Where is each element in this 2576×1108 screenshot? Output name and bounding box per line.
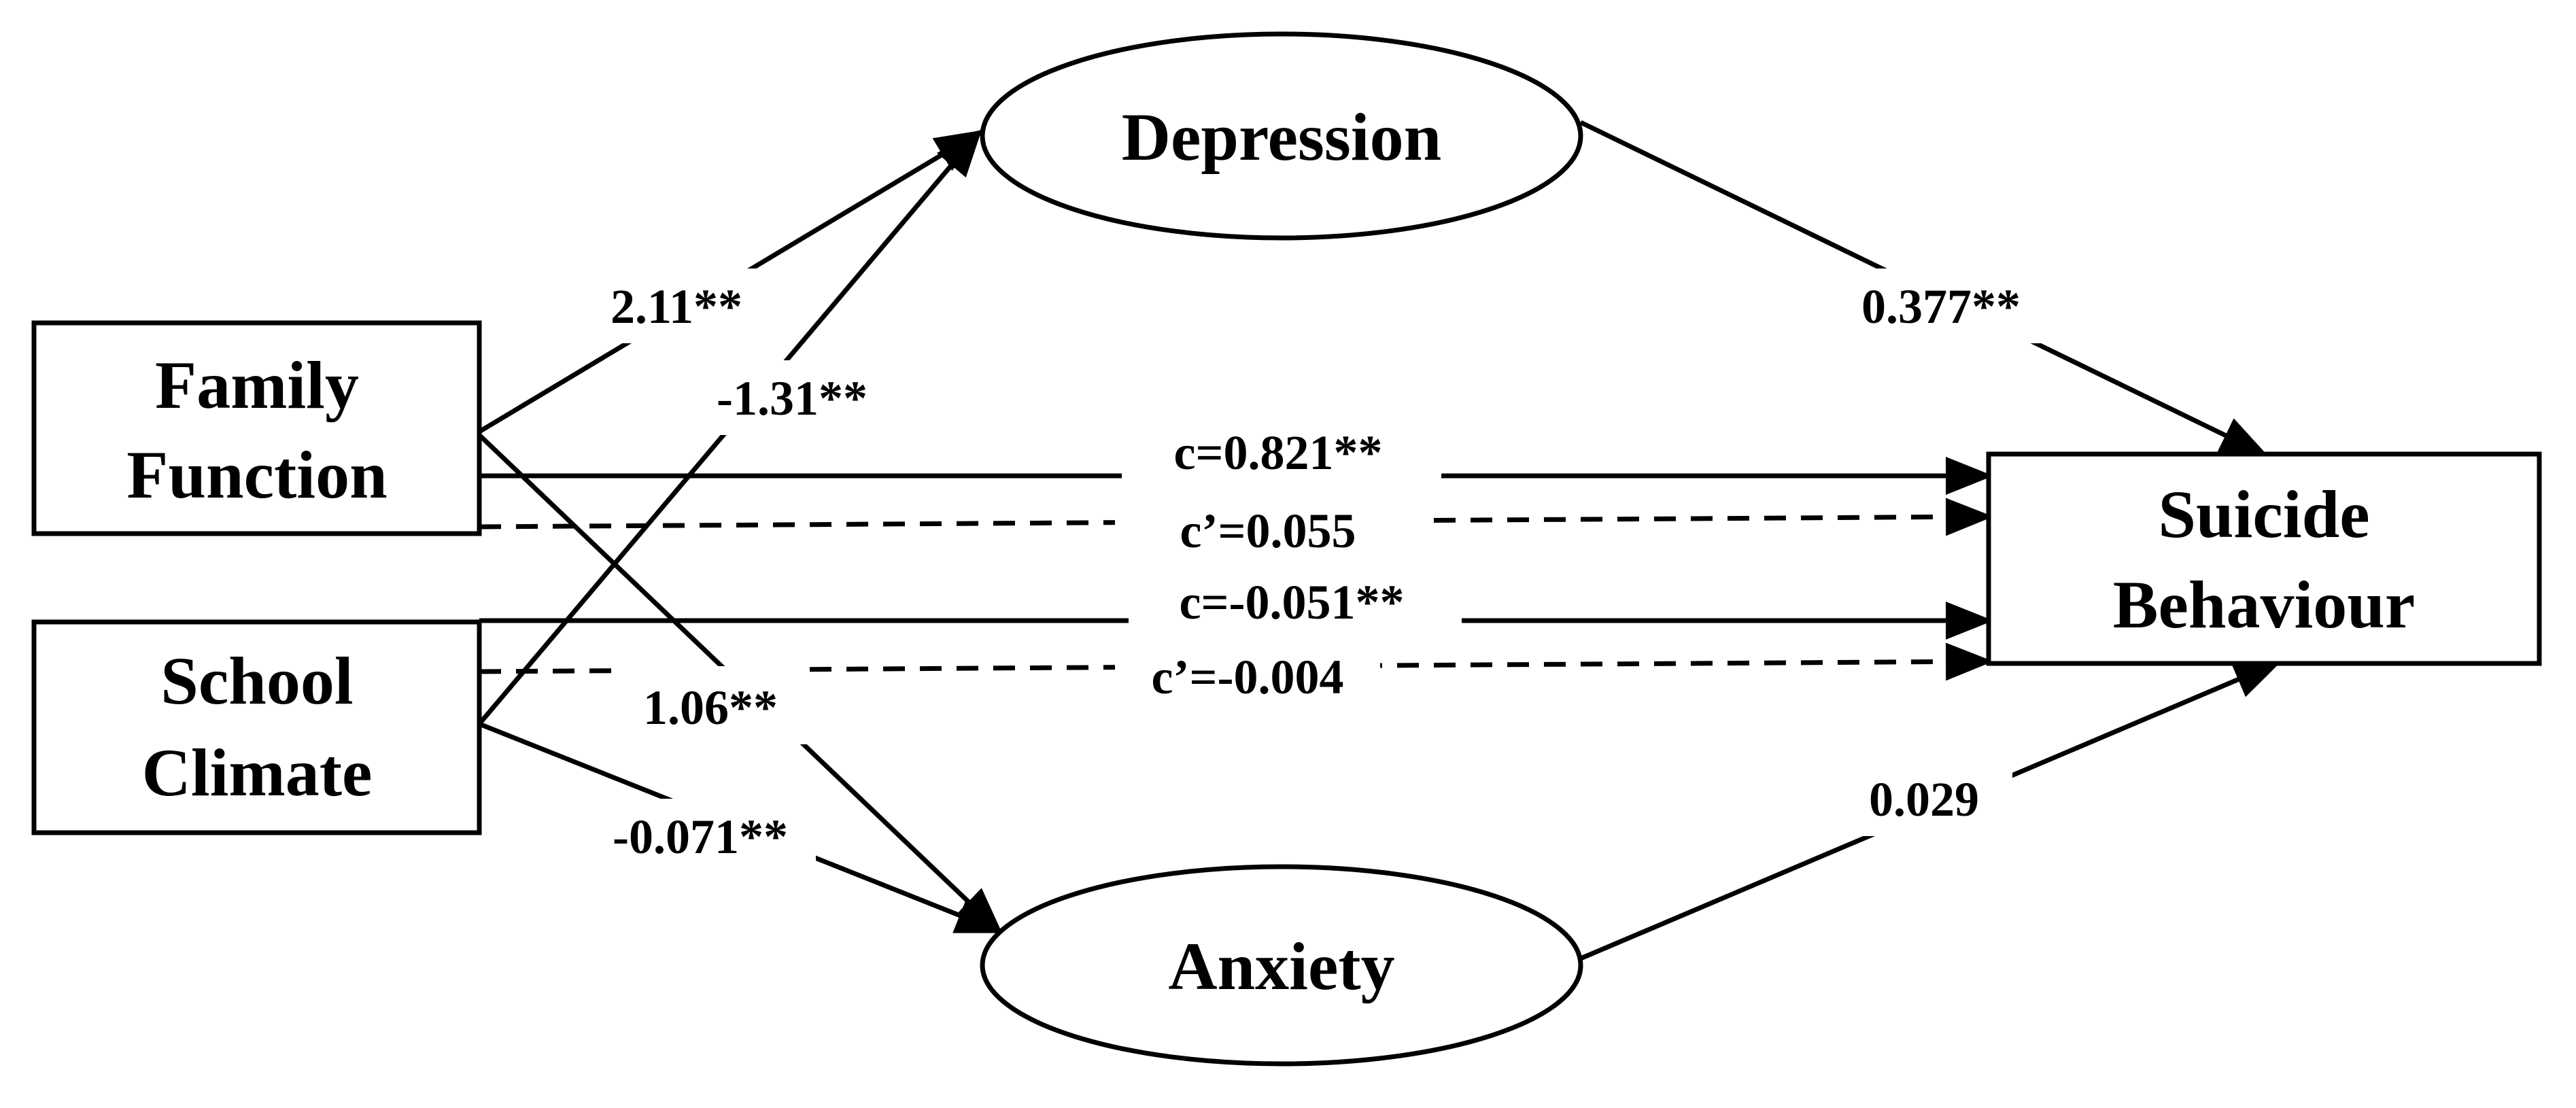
node-anxiety [980,864,1583,1067]
node-depression [980,31,1583,241]
coef-school-to-depression: -1.31** [717,371,868,426]
coef-school-total: c=-0.051** [1180,575,1405,629]
coef-school-direct: c’=-0.004 [1152,650,1344,704]
node-family-function-line2: Function [126,437,387,513]
node-depression-label: Depression [1122,99,1441,175]
coef-family-to-anxiety: 1.06** [643,680,778,735]
node-anxiety-label: Anxiety [1168,929,1394,1004]
coef-family-to-depression: 2.11** [611,279,742,334]
coef-depression-to-suicide: 0.377** [1861,279,2021,334]
node-family-function-line1: Family [155,347,359,423]
node-suicide-behaviour-line1: Suicide [2158,477,2369,552]
coef-school-to-anxiety: -0.071** [613,810,788,864]
node-suicide-behaviour [1986,451,2542,666]
node-school-climate-line1: School [160,643,353,719]
node-suicide-behaviour-line2: Behaviour [2113,567,2415,642]
node-family-function [31,320,482,536]
coef-family-total: c=0.821** [1174,426,1383,480]
coef-anxiety-to-suicide: 0.029 [1869,772,1979,827]
coef-family-direct: c’=0.055 [1180,504,1356,558]
node-school-climate [31,619,482,835]
node-school-climate-line2: Climate [142,735,373,810]
